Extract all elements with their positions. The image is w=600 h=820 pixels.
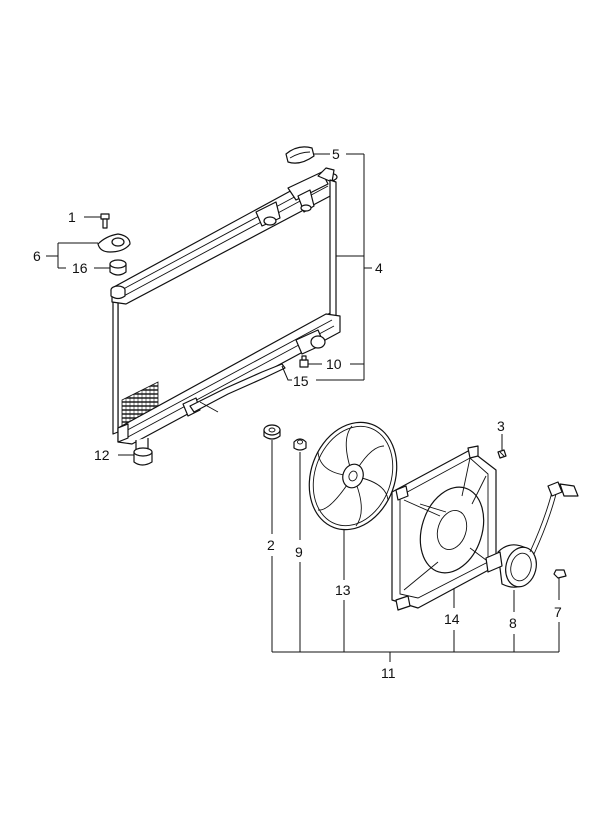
callout-12: 12 (94, 447, 110, 463)
bolt (100, 213, 110, 229)
callout-2: 2 (267, 537, 275, 553)
cooling-fan (308, 421, 398, 531)
callout-5: 5 (332, 146, 340, 162)
insulator-upper (109, 259, 127, 276)
grommet (263, 424, 281, 440)
callout-8: 8 (509, 615, 517, 631)
callout-9: 9 (295, 544, 303, 560)
nut (553, 569, 567, 579)
radiator (110, 167, 341, 455)
fan-motor (485, 544, 537, 588)
callout-16: 16 (72, 260, 88, 276)
callout-4: 4 (375, 260, 383, 276)
callout-14: 14 (444, 611, 460, 627)
callout-7: 7 (554, 604, 562, 620)
washer (293, 438, 307, 451)
callout-1: 1 (68, 209, 76, 225)
callout-3: 3 (497, 418, 505, 434)
callout-10: 10 (326, 356, 342, 372)
oil-cooler-pipe (189, 363, 286, 413)
mounting-bracket (97, 233, 131, 253)
callout-15: 15 (293, 373, 309, 389)
motor-wire-harness (529, 481, 579, 555)
radiator-cap (285, 146, 315, 164)
callout-6: 6 (33, 248, 41, 264)
insulator-lower (133, 447, 153, 466)
callout-labels: 1 6 16 5 4 10 15 12 3 2 9 13 14 8 7 11 (33, 146, 562, 681)
screw (497, 449, 507, 459)
leader-lines (46, 153, 560, 662)
fan-shroud (391, 445, 497, 611)
callout-13: 13 (335, 582, 351, 598)
drain-plug (299, 355, 309, 368)
callout-11: 11 (381, 665, 396, 681)
